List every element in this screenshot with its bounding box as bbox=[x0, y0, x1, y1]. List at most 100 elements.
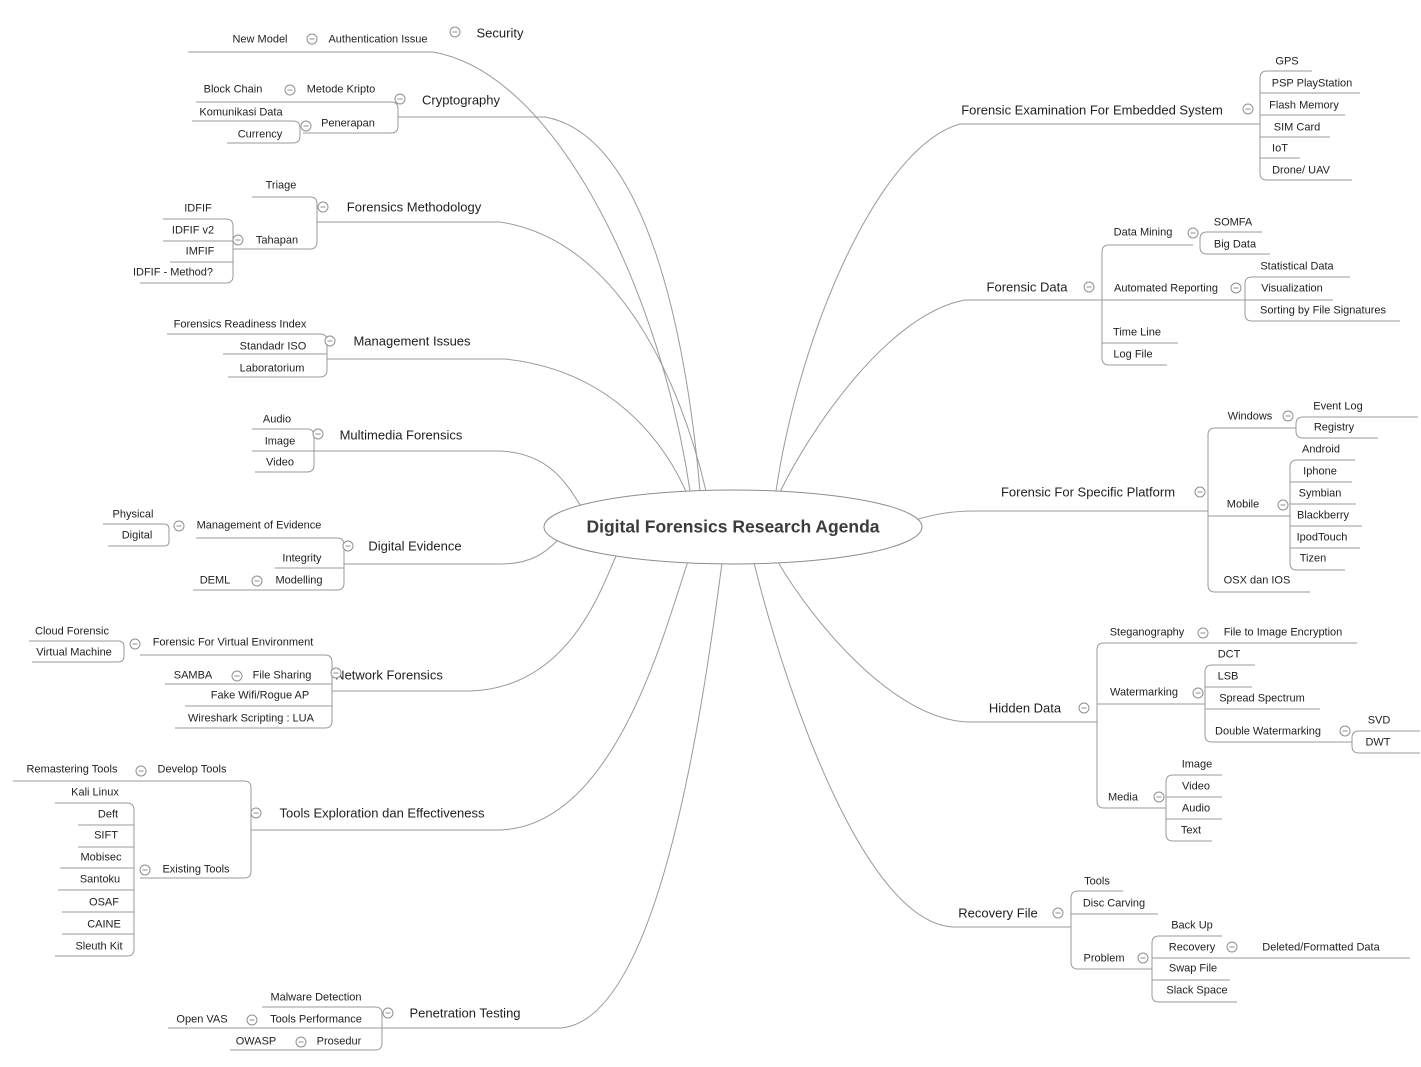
central-topic[interactable]: Digital Forensics Research Agenda bbox=[586, 516, 880, 537]
node-integrity[interactable]: Integrity bbox=[282, 552, 322, 565]
collapse-icon-data-mining[interactable] bbox=[1187, 227, 1199, 239]
node-santoku[interactable]: Santoku bbox=[79, 873, 121, 886]
collapse-icon-recovery-file[interactable] bbox=[1052, 907, 1064, 919]
node-problem[interactable]: Problem bbox=[1083, 952, 1125, 965]
node-deft[interactable]: Deft bbox=[97, 808, 119, 821]
node-iot[interactable]: IoT bbox=[1272, 142, 1288, 155]
node-swap-file[interactable]: Swap File bbox=[1168, 962, 1218, 975]
collapse-icon-file-sharing[interactable] bbox=[231, 670, 243, 682]
node-symbian[interactable]: Symbian bbox=[1298, 487, 1342, 500]
node-currency[interactable]: Currency bbox=[237, 128, 283, 141]
node-blackberry[interactable]: Blackberry bbox=[1297, 509, 1349, 522]
collapse-icon-forensics-methodology[interactable] bbox=[317, 201, 329, 213]
collapse-icon-digital-evidence[interactable] bbox=[342, 540, 354, 552]
collapse-icon-existing-tools[interactable] bbox=[139, 864, 151, 876]
node-fake-wifi-rogue-ap[interactable]: Fake Wifi/Rogue AP bbox=[210, 689, 310, 702]
node-audio[interactable]: Audio bbox=[262, 413, 292, 426]
node-psp-playstation[interactable]: PSP PlayStation bbox=[1271, 77, 1353, 90]
collapse-icon-tahapan[interactable] bbox=[232, 234, 244, 246]
node-prosedur[interactable]: Prosedur bbox=[316, 1035, 362, 1048]
node-new-model[interactable]: New Model bbox=[232, 33, 288, 46]
branch-cryptography[interactable]: Cryptography bbox=[421, 92, 501, 108]
node-iphone[interactable]: Iphone bbox=[1303, 465, 1337, 478]
node-tahapan[interactable]: Tahapan bbox=[255, 234, 299, 247]
node-osx-dan-ios[interactable]: OSX dan IOS bbox=[1223, 574, 1291, 587]
node-time-line[interactable]: Time Line bbox=[1113, 326, 1161, 339]
node-ipodtouch[interactable]: IpodTouch bbox=[1296, 531, 1348, 544]
node-idfif-method[interactable]: IDFIF - Method? bbox=[132, 266, 214, 279]
collapse-icon-mobile[interactable] bbox=[1277, 499, 1289, 511]
node-media-text[interactable]: Text bbox=[1180, 824, 1202, 837]
node-management-of-evidence[interactable]: Management of Evidence bbox=[196, 519, 322, 532]
collapse-icon-forensic-virtual-environment[interactable] bbox=[129, 638, 141, 650]
node-flash-memory[interactable]: Flash Memory bbox=[1269, 99, 1339, 112]
collapse-icon-embedded-system[interactable] bbox=[1242, 103, 1254, 115]
node-image[interactable]: Image bbox=[264, 435, 296, 448]
collapse-icon-management-issues[interactable] bbox=[324, 335, 336, 347]
node-sim-card[interactable]: SIM Card bbox=[1273, 121, 1321, 134]
collapse-icon-tools-performance[interactable] bbox=[246, 1014, 258, 1026]
node-file-to-image-encryption[interactable]: File to Image Encryption bbox=[1223, 626, 1343, 639]
node-lsb[interactable]: LSB bbox=[1217, 670, 1239, 683]
node-penerapan[interactable]: Penerapan bbox=[321, 117, 375, 130]
node-somfa[interactable]: SOMFA bbox=[1213, 216, 1253, 229]
node-laboratorium[interactable]: Laboratorium bbox=[239, 362, 305, 375]
branch-multimedia-forensics[interactable]: Multimedia Forensics bbox=[339, 427, 463, 443]
node-owasp[interactable]: OWASP bbox=[235, 1035, 277, 1048]
node-idfif-v2[interactable]: IDFIF v2 bbox=[171, 224, 215, 237]
collapse-icon-cryptography[interactable] bbox=[394, 93, 406, 105]
branch-hidden-data[interactable]: Hidden Data bbox=[988, 700, 1062, 716]
collapse-icon-authentication-issue[interactable] bbox=[306, 33, 318, 45]
collapse-icon-steganography[interactable] bbox=[1197, 627, 1209, 639]
collapse-icon-modelling[interactable] bbox=[251, 575, 263, 587]
branch-forensics-methodology[interactable]: Forensics Methodology bbox=[346, 199, 482, 215]
node-deml[interactable]: DEML bbox=[199, 574, 231, 587]
collapse-icon-forensic-data[interactable] bbox=[1083, 281, 1095, 293]
collapse-icon-penetration-testing[interactable] bbox=[382, 1007, 394, 1019]
collapse-icon-multimedia-forensics[interactable] bbox=[312, 428, 324, 440]
collapse-icon-prosedur[interactable] bbox=[295, 1036, 307, 1048]
branch-embedded-system[interactable]: Forensic Examination For Embedded System bbox=[961, 102, 1223, 118]
branch-security[interactable]: Security bbox=[476, 25, 524, 41]
node-media-video[interactable]: Video bbox=[1182, 780, 1210, 793]
node-idfif[interactable]: IDFIF bbox=[184, 202, 212, 215]
branch-specific-platform[interactable]: Forensic For Specific Platform bbox=[1000, 484, 1176, 500]
node-data-mining[interactable]: Data Mining bbox=[1113, 226, 1173, 239]
node-event-log[interactable]: Event Log bbox=[1313, 400, 1363, 413]
node-open-vas[interactable]: Open VAS bbox=[176, 1013, 228, 1026]
node-media[interactable]: Media bbox=[1108, 791, 1138, 804]
collapse-icon-network-forensics[interactable] bbox=[330, 667, 342, 679]
node-big-data[interactable]: Big Data bbox=[1213, 238, 1257, 251]
collapse-icon-penerapan[interactable] bbox=[300, 120, 312, 132]
node-existing-tools[interactable]: Existing Tools bbox=[162, 863, 230, 876]
collapse-icon-automated-reporting[interactable] bbox=[1230, 282, 1242, 294]
node-virtual-machine[interactable]: Virtual Machine bbox=[36, 646, 112, 659]
node-imfif[interactable]: IMFIF bbox=[185, 245, 215, 258]
node-media-image[interactable]: Image bbox=[1181, 758, 1213, 771]
collapse-icon-double-watermarking[interactable] bbox=[1339, 725, 1351, 737]
collapse-icon-recovery[interactable] bbox=[1226, 941, 1238, 953]
node-svd[interactable]: SVD bbox=[1367, 714, 1391, 727]
branch-tools-exploration[interactable]: Tools Exploration dan Effectiveness bbox=[279, 805, 485, 821]
node-mobisec[interactable]: Mobisec bbox=[80, 851, 122, 864]
node-statistical-data[interactable]: Statistical Data bbox=[1260, 260, 1334, 273]
node-steganography[interactable]: Steganography bbox=[1109, 626, 1185, 639]
node-osaf[interactable]: OSAF bbox=[89, 896, 119, 909]
node-recovery-tools[interactable]: Tools bbox=[1084, 875, 1110, 888]
node-video[interactable]: Video bbox=[266, 456, 294, 469]
collapse-icon-security[interactable] bbox=[449, 26, 461, 38]
node-physical[interactable]: Physical bbox=[112, 508, 154, 521]
node-samba[interactable]: SAMBA bbox=[173, 669, 213, 682]
node-kali-linux[interactable]: Kali Linux bbox=[71, 786, 119, 799]
node-tools-performance[interactable]: Tools Performance bbox=[270, 1013, 362, 1026]
node-komunikasi-data[interactable]: Komunikasi Data bbox=[199, 106, 283, 119]
collapse-icon-windows[interactable] bbox=[1282, 410, 1294, 422]
node-automated-reporting[interactable]: Automated Reporting bbox=[1114, 282, 1218, 295]
node-mobile[interactable]: Mobile bbox=[1226, 498, 1260, 511]
branch-management-issues[interactable]: Management Issues bbox=[353, 333, 471, 349]
node-sleuth-kit[interactable]: Sleuth Kit bbox=[75, 940, 123, 953]
node-develop-tools[interactable]: Develop Tools bbox=[157, 763, 227, 776]
node-android[interactable]: Android bbox=[1302, 443, 1340, 456]
node-file-sharing[interactable]: File Sharing bbox=[252, 669, 312, 682]
collapse-icon-media[interactable] bbox=[1153, 791, 1165, 803]
